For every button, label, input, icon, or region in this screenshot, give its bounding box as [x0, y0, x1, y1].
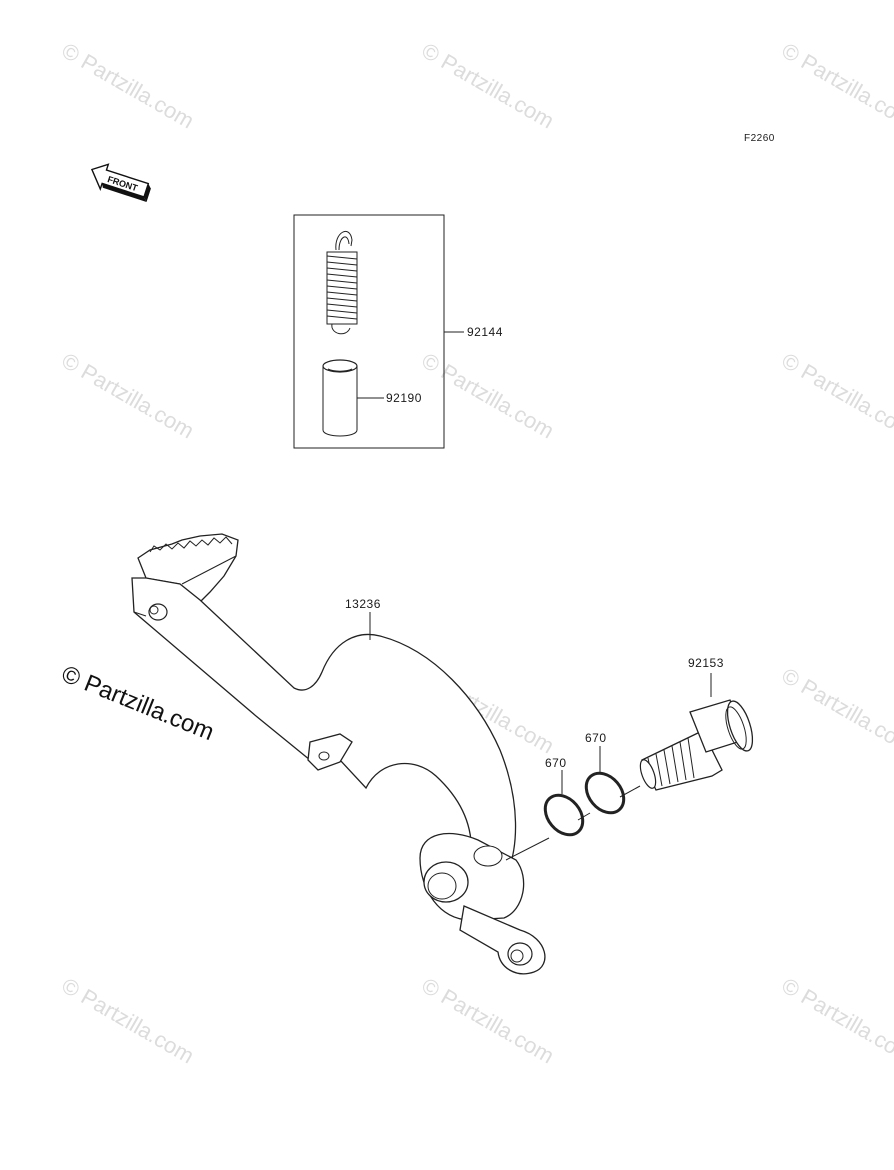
watermark: © Partzilla.com	[778, 38, 894, 134]
part-label-670-right: 670	[585, 731, 607, 745]
watermark: © Partzilla.com	[778, 973, 894, 1069]
watermark: © Partzilla.com	[58, 38, 199, 134]
pivot-bolt	[639, 699, 754, 791]
front-arrow-icon: FRONT	[90, 163, 151, 202]
part-label-92153: 92153	[688, 656, 724, 670]
watermark: © Partzilla.com	[418, 348, 559, 444]
part-label-92144: 92144	[467, 325, 503, 339]
spring-kit-box	[293, 214, 445, 449]
return-spring	[326, 230, 358, 335]
oring-left	[543, 793, 585, 837]
spacer-tube	[322, 359, 358, 437]
watermark: © Partzilla.com	[58, 973, 199, 1069]
part-label-13236: 13236	[345, 597, 381, 611]
watermark: © Partzilla.com	[418, 38, 559, 134]
figure-code: F2260	[744, 133, 775, 144]
watermark: © Partzilla.com	[778, 348, 894, 444]
part-label-670-left: 670	[545, 756, 567, 770]
part-label-92190: 92190	[386, 391, 422, 405]
brake-pedal	[131, 533, 546, 975]
watermark-main: © Partzilla.com	[58, 661, 218, 747]
watermark: © Partzilla.com	[778, 663, 894, 759]
watermark: © Partzilla.com	[58, 348, 199, 444]
watermark: © Partzilla.com	[418, 973, 559, 1069]
oring-right	[584, 771, 626, 815]
